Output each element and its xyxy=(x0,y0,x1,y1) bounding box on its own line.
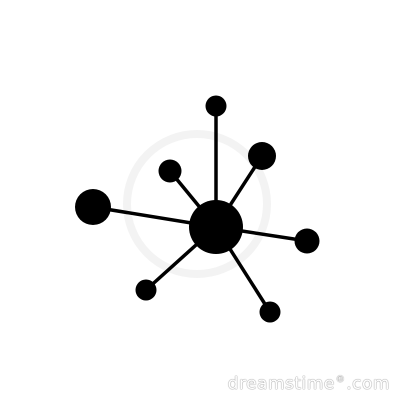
node-left xyxy=(75,189,111,225)
watermark-name: dreamstime xyxy=(227,374,335,394)
watermark-registered-symbol: ® xyxy=(335,375,346,386)
node-top-left xyxy=(158,159,182,183)
hub-node-center xyxy=(189,200,243,254)
watermark-domain: .com xyxy=(346,374,390,394)
node-top xyxy=(205,95,227,117)
node-bottom-right xyxy=(259,301,281,323)
watermark-ring xyxy=(123,130,271,278)
node-bottom-left xyxy=(135,279,157,301)
node-right xyxy=(294,228,320,254)
watermark-text: dreamstime®.com xyxy=(228,374,390,394)
node-top-right xyxy=(248,142,276,170)
